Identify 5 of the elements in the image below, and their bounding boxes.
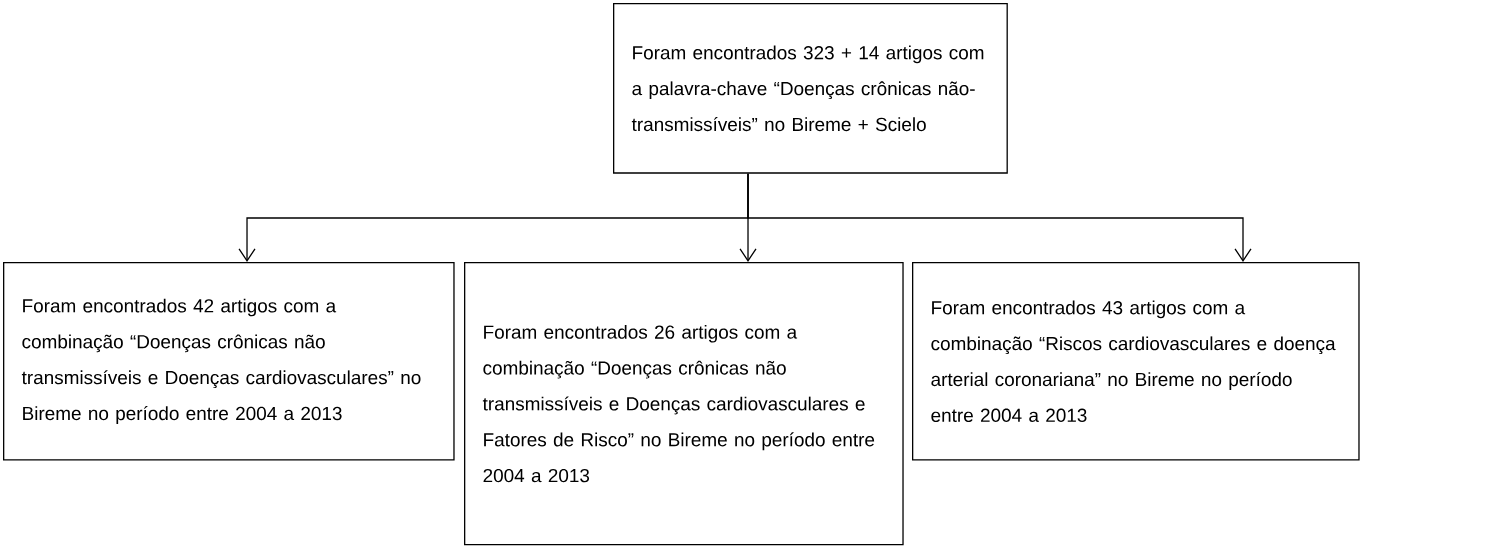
process-box: Foram encontrados 42 artigos com a combinação “Doenças crônicas não transmissíveis e Doenças cardiovasculares” no Bireme no período entre 2004 a 2013 bbox=[3, 262, 455, 461]
process-box: Foram encontrados 323 + 14 artigos com a palavra-chave “Doenças crônicas não-transmissíveis” no Bireme + Scielo bbox=[613, 3, 1008, 174]
process-box: Foram encontrados 26 artigos com a combinação “Doenças crônicas não transmissíveis e Doenças cardiovasculares e Fatores de Risco” no Bireme no período entre 2004 a 2013 bbox=[464, 262, 904, 546]
process-box: Foram encontrados 43 artigos com a combinação “Riscos cardiovasculares e doença arterial coronariana” no Bireme no período entre 2004 a 2013 bbox=[912, 262, 1360, 461]
arrow bbox=[747, 173, 1252, 262]
